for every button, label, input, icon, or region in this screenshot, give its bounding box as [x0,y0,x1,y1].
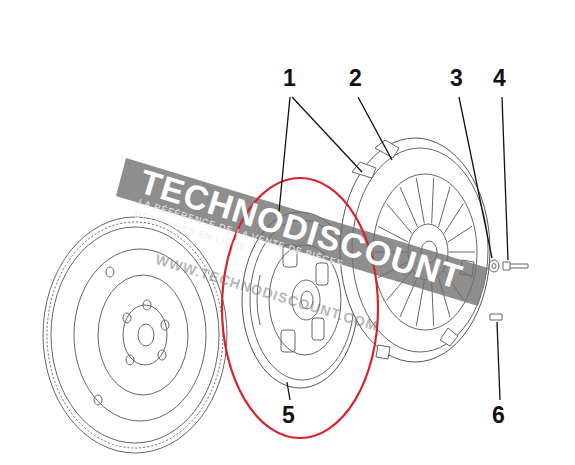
fasteners [489,260,528,320]
diaphragm-finger [387,204,412,234]
callout-number: 5 [282,404,295,427]
callout-number: 6 [492,404,505,427]
diaphragm-finger [400,187,418,227]
diaphragm-finger [448,226,472,242]
callout-number: 2 [349,67,362,90]
diaphragm-finger [449,252,475,253]
callout-number: 4 [493,67,506,90]
callout-number: 1 [283,67,296,90]
diaphragm-finger [432,178,434,223]
diaphragm-finger [416,178,424,223]
watermark-band [116,158,488,306]
diaphragm-finger [439,187,451,227]
callout-number: 3 [450,67,463,90]
flywheel [43,217,227,453]
diaphragm-finger [444,204,463,234]
